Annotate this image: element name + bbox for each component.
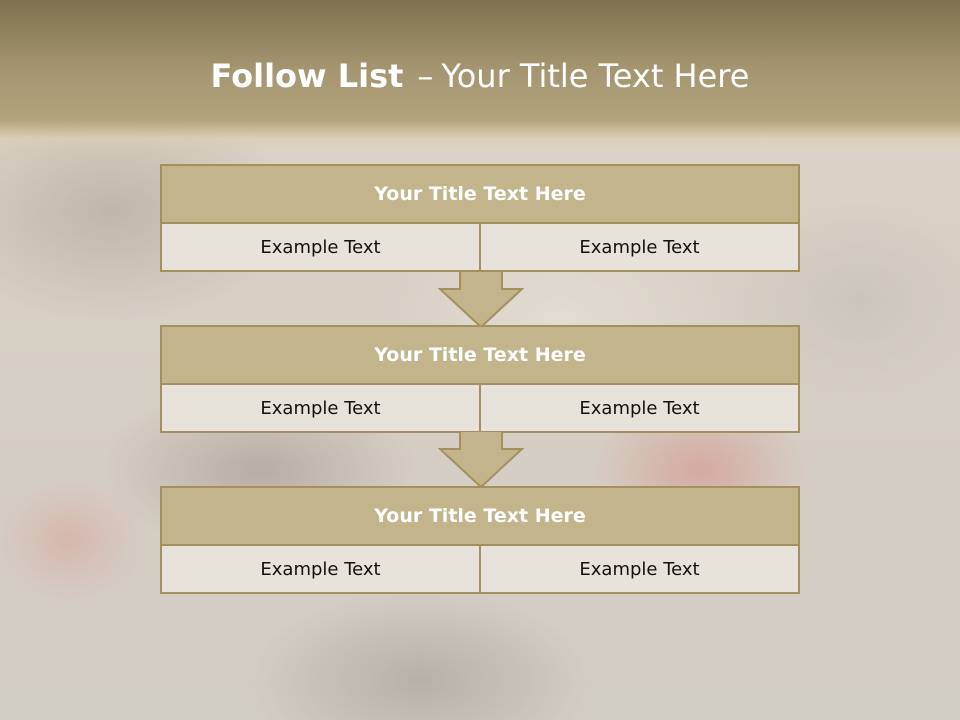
title-rest: Your Title Text Here xyxy=(441,57,750,95)
block-heading: Your Title Text Here xyxy=(162,166,798,224)
block-row: Example Text Example Text xyxy=(162,385,798,431)
block-cell-right: Example Text xyxy=(479,224,798,270)
header-band xyxy=(0,0,960,150)
block-heading: Your Title Text Here xyxy=(162,488,798,546)
slide-title: Follow List–Your Title Text Here xyxy=(0,54,960,98)
block-cell-left: Example Text xyxy=(162,385,479,431)
title-dash: – xyxy=(417,57,434,95)
title-bold: Follow List xyxy=(210,57,404,95)
block-row: Example Text Example Text xyxy=(162,546,798,592)
block-heading: Your Title Text Here xyxy=(162,327,798,385)
block-cell-left: Example Text xyxy=(162,546,479,592)
block-cell-right: Example Text xyxy=(479,385,798,431)
list-block-1: Your Title Text Here Example Text Exampl… xyxy=(160,164,800,272)
block-cell-right: Example Text xyxy=(479,546,798,592)
block-cell-left: Example Text xyxy=(162,224,479,270)
down-arrow-icon xyxy=(438,431,524,489)
down-arrow-icon xyxy=(438,271,524,329)
list-block-2: Your Title Text Here Example Text Exampl… xyxy=(160,325,800,433)
list-block-3: Your Title Text Here Example Text Exampl… xyxy=(160,486,800,594)
block-row: Example Text Example Text xyxy=(162,224,798,270)
